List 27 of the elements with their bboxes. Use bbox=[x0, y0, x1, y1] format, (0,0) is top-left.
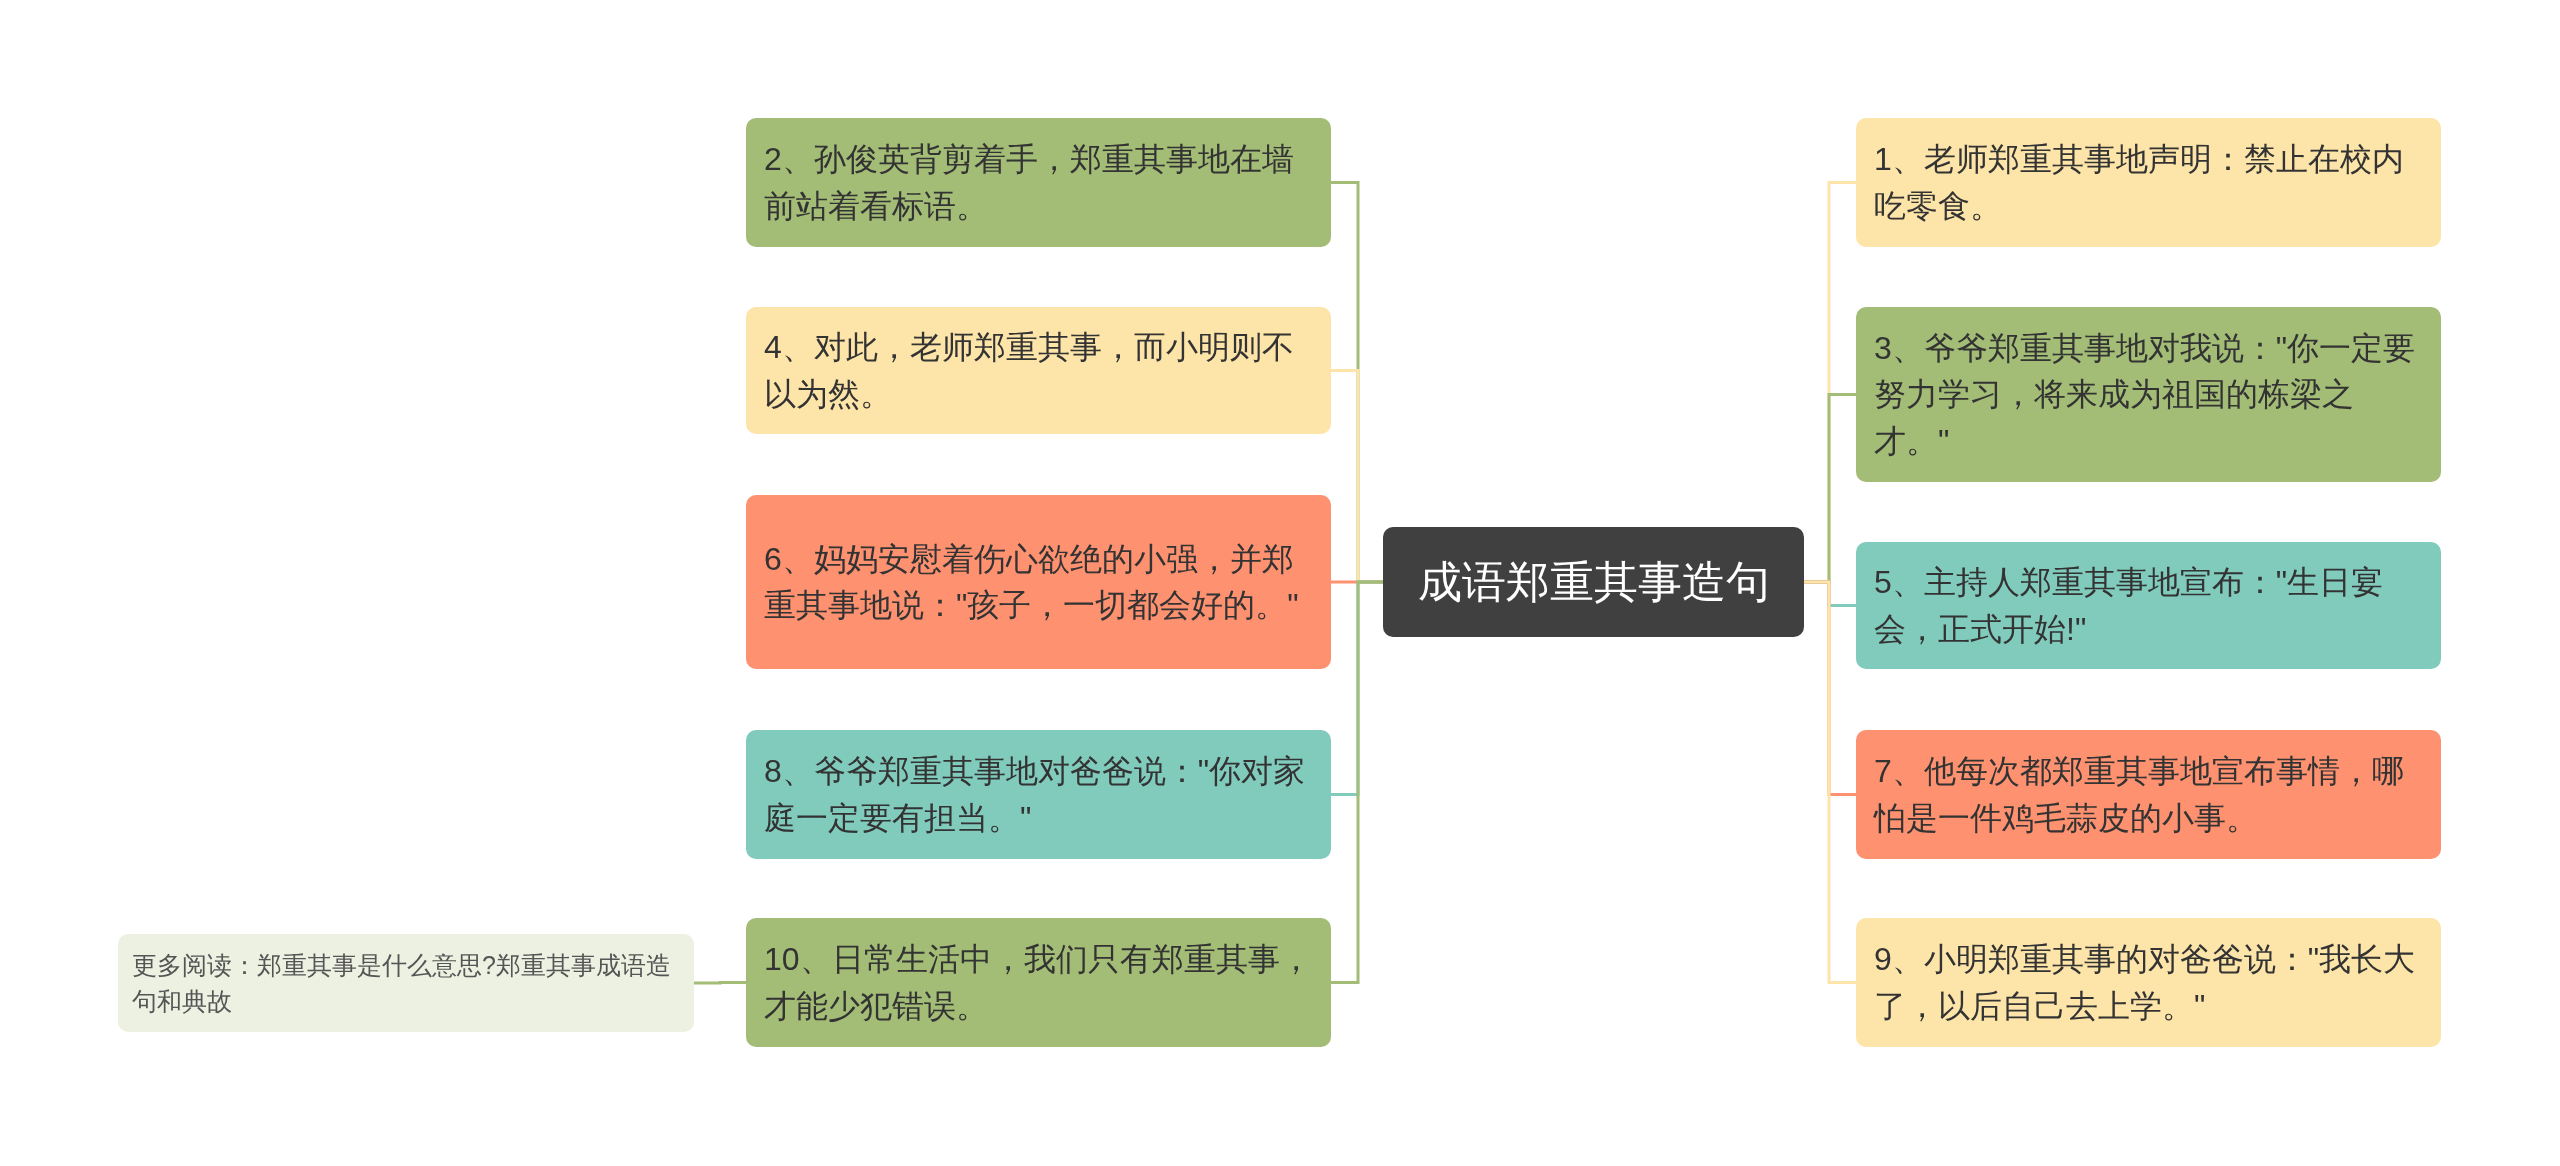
topic-card bbox=[1856, 118, 2441, 247]
topic-card bbox=[1856, 307, 2441, 482]
topic-text: 4、对此，老师郑重其事，而小明则不以为然。 bbox=[764, 328, 1295, 414]
topic-text: 9、小明郑重其事的对爸爸说："我长大了，以后自己去上学。" bbox=[1874, 940, 2417, 1026]
connector-line bbox=[1331, 580, 1383, 984]
topic-card bbox=[1856, 730, 2441, 859]
topic-card bbox=[746, 307, 1331, 434]
topic-text: 6、妈妈安慰着伤心欲绝的小强，并郑重其事地说："孩子，一切都会好的。" bbox=[764, 539, 1300, 625]
topic-text: 10、日常生活中，我们只有郑重其事，才能少犯错误。 bbox=[764, 940, 1313, 1026]
topic-text: 8、爷爷郑重其事地对爸爸说："你对家庭一定要有担当。" bbox=[764, 752, 1307, 838]
topic-card bbox=[1856, 918, 2441, 1047]
note-card bbox=[118, 934, 694, 1032]
topic-text: 1、老师郑重其事地声明：禁止在校内吃零食。 bbox=[1874, 140, 2405, 226]
topic-text: 2、孙俊英背剪着手，郑重其事地在墙前站着看标语。 bbox=[764, 140, 1295, 226]
root-topic-box bbox=[1383, 527, 1804, 637]
topic-text: 3、爷爷郑重其事地对我说："你一定要努力学习，将来成为祖国的栋梁之才。" bbox=[1874, 328, 2417, 461]
topic-card bbox=[1856, 542, 2441, 669]
topic-card bbox=[746, 918, 1331, 1047]
topic-card bbox=[746, 730, 1331, 859]
topic-text: 7、他每次都郑重其事地宣布事情，哪怕是一件鸡毛蒜皮的小事。 bbox=[1874, 752, 2405, 838]
root-topic-text: 成语郑重其事造句 bbox=[1417, 556, 1770, 609]
topic-text: 5、主持人郑重其事地宣布："生日宴会，正式开始!" bbox=[1874, 563, 2385, 649]
topic-card bbox=[746, 495, 1331, 669]
topic-card bbox=[746, 118, 1331, 247]
connector-line bbox=[694, 981, 746, 985]
connector-line bbox=[1804, 580, 1856, 984]
note-text: 更多阅读：郑重其事是什么意思?郑重其事成语造句和典故 bbox=[132, 949, 672, 1017]
